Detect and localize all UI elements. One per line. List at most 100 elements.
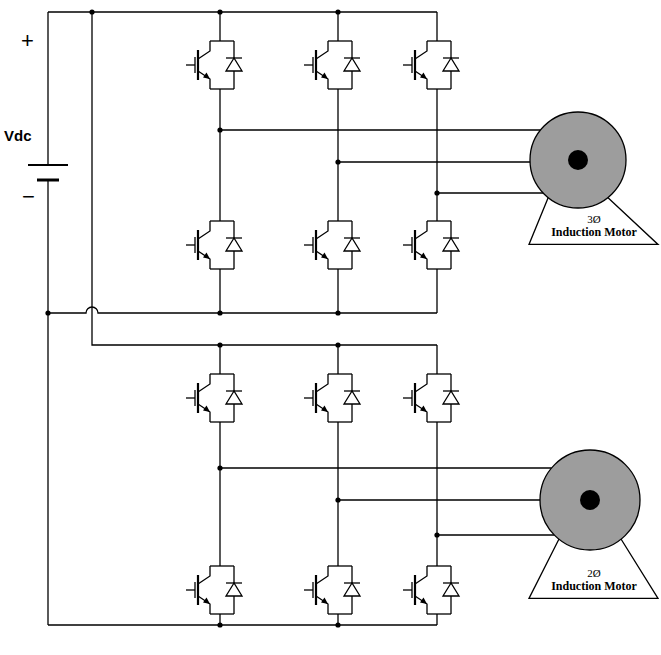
junction-dot — [217, 310, 222, 315]
junction-dot — [335, 310, 340, 315]
emitter-arrow — [203, 73, 210, 80]
wire — [194, 237, 195, 253]
wire — [316, 374, 328, 392]
wire — [414, 50, 416, 80]
wire — [210, 220, 234, 221]
wire — [312, 582, 313, 598]
wire — [338, 499, 540, 500]
wire — [210, 421, 234, 422]
wire — [47, 12, 48, 165]
wire — [436, 345, 437, 374]
wire — [48, 11, 437, 12]
emitter-arrow — [420, 73, 427, 80]
wire — [443, 57, 459, 58]
wire — [328, 40, 352, 41]
wire — [344, 582, 360, 583]
wire — [219, 89, 220, 221]
diode-symbol — [226, 391, 242, 404]
wire — [210, 373, 234, 374]
motor-shaft — [568, 150, 588, 170]
wire — [312, 390, 313, 406]
wire — [48, 624, 437, 625]
wire — [411, 390, 412, 406]
junction-dot — [335, 622, 340, 627]
source-label: Vdc — [4, 128, 32, 143]
diode-symbol — [344, 238, 360, 251]
wire — [186, 244, 195, 245]
wire — [316, 251, 328, 269]
motor-nameplate: 2ØInduction Motor — [530, 566, 658, 594]
wire — [411, 57, 412, 73]
motor-body — [529, 450, 658, 598]
wire — [337, 269, 338, 313]
junction-dot — [45, 310, 50, 315]
diode-symbol — [344, 58, 360, 71]
wire — [344, 390, 360, 391]
wire — [436, 12, 437, 41]
junction-dot — [335, 159, 340, 164]
wire — [337, 12, 338, 41]
wire — [328, 565, 352, 566]
junction-dot — [434, 190, 439, 195]
diode-symbol — [226, 58, 242, 71]
wire — [437, 192, 543, 193]
diode-symbol — [443, 238, 459, 251]
wire — [315, 50, 317, 80]
wire — [316, 221, 328, 239]
wire — [198, 374, 210, 392]
emitter-arrow — [203, 253, 210, 260]
wire — [427, 373, 451, 374]
wire — [338, 161, 530, 162]
wire — [436, 89, 437, 221]
junction-dot — [217, 127, 222, 132]
wire — [219, 345, 220, 374]
emitter-arrow — [203, 598, 210, 605]
wire — [194, 390, 195, 406]
polarity-sign: + — [21, 30, 34, 52]
motor-shaft — [580, 490, 600, 510]
wire — [197, 50, 199, 80]
wire — [436, 269, 437, 313]
emitter-arrow — [420, 406, 427, 413]
wire — [328, 220, 352, 221]
wire — [210, 268, 234, 269]
wire — [443, 390, 459, 391]
junction-dot — [217, 622, 222, 627]
wire — [226, 390, 242, 391]
wire — [316, 41, 328, 59]
junction-dot — [217, 342, 222, 347]
wire — [312, 57, 313, 73]
wire — [414, 383, 416, 413]
motor-label: Induction Motor — [551, 226, 637, 240]
wire — [210, 40, 234, 41]
wire — [197, 230, 199, 260]
wire — [220, 467, 552, 468]
wire — [92, 12, 437, 345]
diode-symbol — [443, 583, 459, 596]
junction-dot — [335, 342, 340, 347]
wire — [427, 268, 451, 269]
wire — [210, 88, 234, 89]
wire — [415, 221, 427, 239]
wire — [316, 566, 328, 584]
wire — [415, 404, 427, 422]
wire — [414, 230, 416, 260]
emitter-arrow — [321, 406, 328, 413]
wire — [415, 566, 427, 584]
wire — [415, 71, 427, 89]
wire — [328, 268, 352, 269]
wire — [403, 244, 412, 245]
wire — [403, 64, 412, 65]
motor-label: Induction Motor — [551, 580, 637, 594]
phase-label: 2Ø — [587, 567, 600, 580]
wire — [414, 575, 416, 605]
wire — [186, 64, 195, 65]
emitter-arrow — [420, 253, 427, 260]
wire — [443, 582, 459, 583]
diode-symbol — [344, 583, 360, 596]
wire — [328, 88, 352, 89]
wire — [337, 422, 338, 566]
wire — [427, 220, 451, 221]
diode-symbol — [226, 583, 242, 596]
